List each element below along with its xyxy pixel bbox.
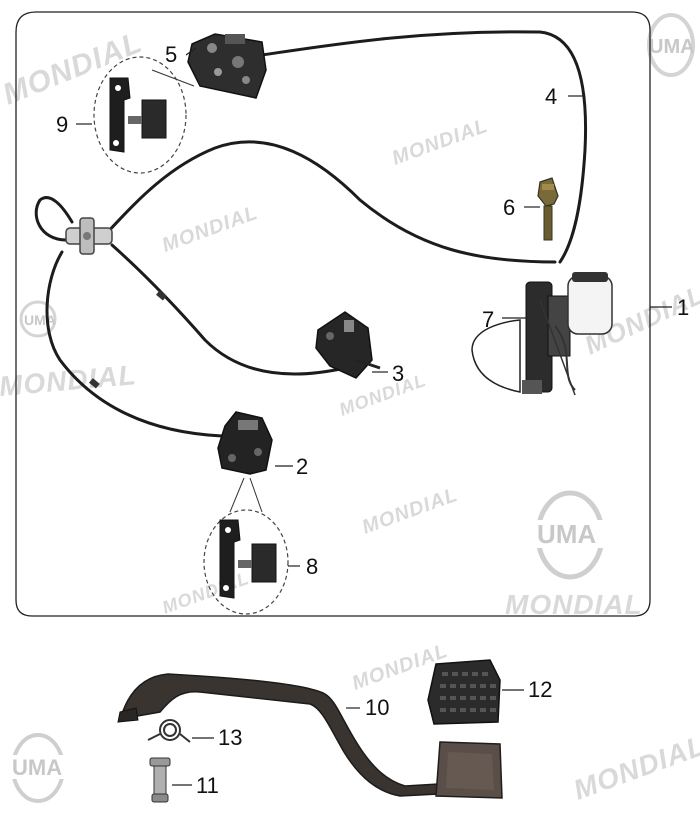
brake-hoses [34,30,588,438]
callout-7: 7 [482,307,494,332]
callout-1: 1 [677,295,689,320]
callout-8: 8 [306,554,318,579]
uma-logo: UMA [19,300,57,338]
hose-clip [89,378,100,389]
brake-hose-main [98,140,557,264]
watermark-mondial: MONDIAL [0,359,138,402]
callout-11: 11 [196,773,219,798]
callout-4: 4 [545,84,557,109]
callout-6: 6 [503,195,515,220]
brake-pedal-10 [117,673,503,799]
watermarks: MONDIAL MONDIAL MONDIAL MONDIAL MONDIAL … [0,13,700,806]
watermark-mondial: MONDIAL [159,202,261,257]
uma-logo: UMA [530,490,610,580]
uma-logo: UMA [647,13,695,77]
bleed-valve-6 [537,177,559,241]
pedal-rubber-12 [427,659,501,725]
uma-logo-text: UMA [649,36,695,58]
master-cylinder-7 [471,272,613,396]
brake-hose-4 [260,30,588,264]
callout-10: 10 [365,695,389,720]
callout-5: 5 [165,42,177,67]
brake-hose-3 [110,243,347,376]
return-spring-13 [147,719,191,743]
brake-hose-2 [45,250,224,438]
uma-logo-text: UMA [12,755,62,780]
hose-clip [156,290,167,301]
watermark-mondial: MONDIAL [389,115,491,170]
callout-2: 2 [296,454,308,479]
watermark-mondial: MONDIAL [337,370,429,420]
brake-pads-8 [203,477,289,615]
brake-splitter [65,217,113,255]
watermark-mondial: MONDIAL [359,484,461,539]
watermark-mondial: MONDIAL [505,589,643,620]
assembly-frame [15,11,651,617]
leader-lines [76,47,672,786]
brake-caliper-5 [187,33,267,99]
brake-pads-9 [93,56,195,174]
callout-12: 12 [528,677,552,702]
callout-3: 3 [392,361,404,386]
pivot-bolt-11 [149,757,171,803]
uma-logo-text: UMA [24,312,56,328]
uma-logo-text: UMA [537,519,596,549]
watermark-mondial: MONDIAL [569,729,700,805]
callout-9: 9 [56,112,68,137]
uma-logo: UMA [8,733,70,803]
callouts: 1 2 3 4 5 6 7 8 9 10 11 12 13 [56,42,689,798]
brake-caliper-2 [217,411,273,475]
brake-caliper-3 [315,311,381,379]
callout-13: 13 [218,725,242,750]
brake-hose-loop [34,196,74,242]
